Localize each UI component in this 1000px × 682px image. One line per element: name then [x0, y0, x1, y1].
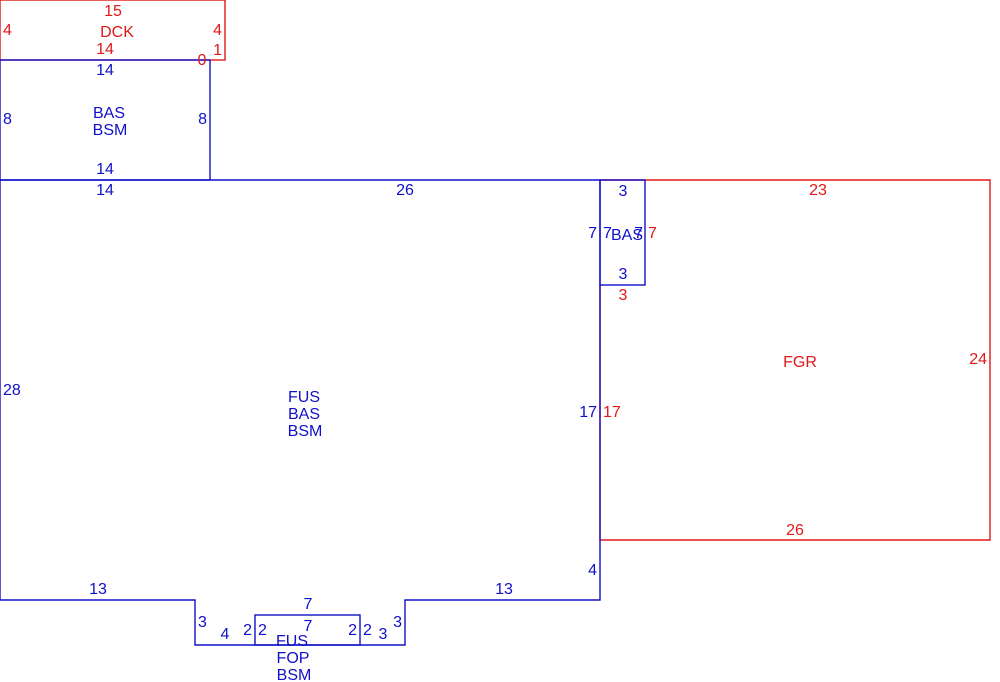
rear-addition-dim-right: 8: [198, 111, 207, 128]
rear-addition-dim-top: 14: [96, 62, 114, 79]
porch-dim-left-inner: 2: [258, 622, 267, 639]
garage-dim-top: 23: [809, 182, 827, 199]
bay-dim-left-inner: 7: [603, 225, 612, 242]
garage-code: FGR: [783, 354, 817, 371]
garage-dim-bottom: 26: [786, 522, 804, 539]
main-house-dim-bottom-left: 13: [89, 581, 107, 598]
main-house-dim-step-left-run: 4: [221, 626, 230, 643]
deck-dim-left: 4: [3, 22, 12, 39]
main-house-code-1: FUS: [288, 389, 320, 406]
rear-addition-dim-bottom: 14: [96, 161, 114, 178]
porch-code-1: FUS: [276, 633, 308, 650]
porch-code-2: FOP: [277, 650, 310, 667]
bay-dim-right-inner: 7: [634, 225, 643, 242]
deck-dim-right-lower: 1: [213, 42, 222, 59]
porch-outline: [254, 614, 361, 646]
rear-addition-code-1: BAS: [93, 105, 125, 122]
porch-code-3: BSM: [277, 667, 312, 682]
deck-dim-offset: 0: [198, 52, 207, 69]
main-house-code-2: BAS: [288, 406, 320, 423]
main-house-dim-bottom-right: 13: [495, 581, 513, 598]
main-house-dim-top-left: 14: [96, 182, 114, 199]
porch-dim-left-outer: 2: [243, 622, 252, 639]
bay-dim-bottom: 3: [619, 266, 628, 283]
deck-dim-top: 15: [104, 3, 122, 20]
porch-dim-right-outer: 2: [363, 622, 372, 639]
main-house-dim-top: 26: [396, 182, 414, 199]
deck-dim-bottom: 14: [96, 41, 114, 58]
main-house-outline: [0, 179, 601, 646]
porch-dim-right-inner: 2: [348, 622, 357, 639]
porch-dim-top: 7: [304, 596, 313, 613]
main-house-code-3: BSM: [288, 423, 323, 440]
garage-dim-bay-side: 7: [648, 225, 657, 242]
main-house-dim-right: 17: [579, 404, 597, 421]
bay-outline: [599, 179, 646, 286]
main-house-dim-right-lower: 4: [588, 562, 597, 579]
main-house-dim-step-right: 3: [393, 614, 402, 631]
deck-dim-right: 4: [213, 22, 222, 39]
garage-dim-bay-bottom: 3: [619, 287, 628, 304]
main-house-dim-step-right-run: 3: [379, 626, 388, 643]
bay-dim-left-outer: 7: [588, 225, 597, 242]
deck-code: DCK: [100, 24, 134, 41]
bay-code: BAS: [611, 227, 643, 244]
bay-dim-top: 3: [619, 183, 628, 200]
rear-addition-dim-left: 8: [3, 111, 12, 128]
porch-dim-inner: 7: [304, 618, 313, 635]
main-house-dim-left: 28: [3, 382, 21, 399]
main-house-dim-step-left: 3: [198, 614, 207, 631]
garage-dim-left: 17: [603, 404, 621, 421]
garage-dim-right: 24: [969, 351, 987, 368]
rear-addition-code-2: BSM: [93, 122, 128, 139]
